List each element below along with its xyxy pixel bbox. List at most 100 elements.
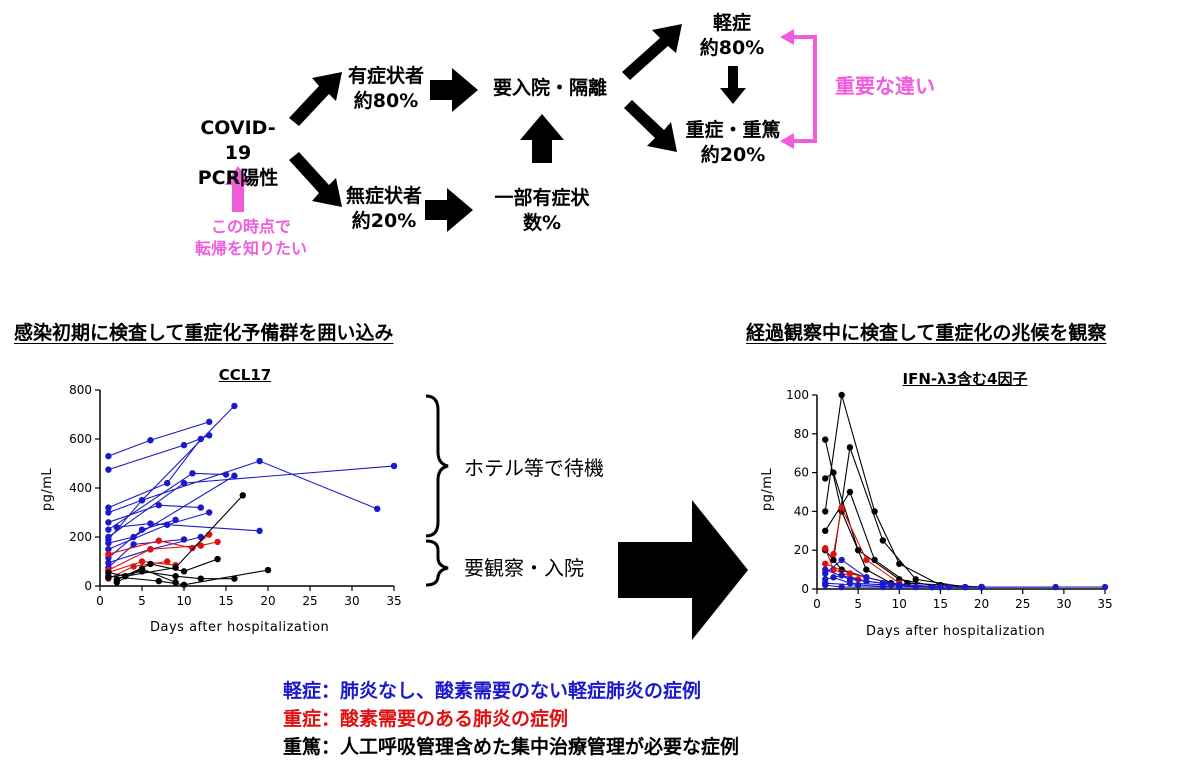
- pink-bracket: [790, 35, 817, 143]
- chart1-data-point: [138, 558, 146, 565]
- mild-pct: 約80%: [699, 37, 765, 59]
- pcr-line2: PCR陽性: [197, 167, 279, 189]
- chart2-data-point: [822, 527, 829, 534]
- arrow-up-right: [289, 72, 342, 126]
- symptomatic-label: 有症状者: [347, 65, 424, 87]
- chart2-data-point: [838, 391, 845, 399]
- chart1-data-point: [164, 558, 171, 565]
- chart2-y-tick-label: 60: [794, 466, 809, 480]
- chart1-series-line: [108, 541, 218, 571]
- hotel-label: ホテル等で待機: [464, 456, 604, 480]
- chart1-data-point: [239, 492, 246, 499]
- chart2-data-point: [879, 537, 887, 544]
- chart1-data-point: [105, 573, 112, 580]
- chart2-x-tick-label: 0: [813, 597, 821, 611]
- chart2-data-point: [1101, 583, 1109, 591]
- chart1-data-point: [138, 526, 146, 533]
- chart1-data-point: [155, 577, 162, 585]
- chart2-title: IFN-λ3含む4因子: [902, 370, 1028, 388]
- brace-hotel: [425, 394, 449, 538]
- chart1-x-tick-label: 30: [344, 594, 359, 608]
- chart2-data-point: [822, 545, 829, 552]
- chart1-data-point: [105, 452, 112, 460]
- chart1-data-point: [374, 505, 381, 513]
- chart1-data-point: [206, 418, 213, 426]
- chart1-data-point: [231, 472, 238, 479]
- chart1-data-point: [180, 568, 188, 575]
- right-heading: 経過観察中に検査して重症化の兆候を観察: [746, 322, 1107, 344]
- chart2-data-point: [871, 556, 878, 564]
- chart1-data-point: [197, 542, 204, 549]
- chart1-data-point: [105, 509, 112, 516]
- pink-arrow-head: [780, 29, 794, 45]
- chart2-data-point: [846, 570, 854, 577]
- arrow-right: [425, 188, 473, 232]
- severe-label: 重症・重篤: [685, 119, 781, 141]
- chart2-x-tick-label: 15: [933, 597, 948, 611]
- chart2-data-point: [863, 556, 870, 564]
- chart1-data-point: [130, 541, 137, 548]
- chart1-data-point: [189, 470, 196, 477]
- chart1-data-point: [155, 501, 162, 509]
- key-difference-label: 重要な違い: [835, 74, 935, 98]
- chart2-data-point: [879, 583, 887, 591]
- chart1-y-tick-label: 200: [69, 530, 92, 544]
- pcr-positive-node: COVID-19 PCR陽性: [188, 116, 288, 191]
- chart1-data-point: [138, 497, 146, 504]
- chart2-xlabel: Days after hospitalization: [866, 624, 1046, 639]
- chart1-x-tick-label: 25: [302, 594, 317, 608]
- chart1-data-point: [155, 537, 162, 544]
- chart2-x-tick-label: 35: [1097, 597, 1112, 611]
- chart1-data-point: [105, 550, 112, 558]
- chart1-x-tick-label: 15: [218, 594, 233, 608]
- severity-legend: 軽症：肺炎なし、酸素需要のない軽症肺炎の症例 重症：酸素需要のある肺炎の症例 重…: [283, 677, 739, 761]
- arrow-up-right: [622, 24, 682, 80]
- pink-arrow-up: [225, 166, 251, 212]
- chart2-data-point: [1052, 583, 1059, 591]
- chart2-data-point: [846, 444, 854, 451]
- chart1-data-point: [105, 504, 112, 511]
- chart1-data-point: [180, 441, 188, 449]
- chart1-data-point: [105, 539, 112, 547]
- chart2-x-tick-label: 30: [1056, 597, 1071, 611]
- chart2-data-point: [822, 436, 829, 443]
- chart1-title: CCL17: [218, 366, 272, 384]
- chart2-data-point: [896, 560, 903, 567]
- mild-node: 軽症 約80%: [684, 11, 780, 61]
- chart1-data-point: [197, 575, 204, 582]
- chart1-data-point: [197, 504, 204, 511]
- chart2-x-tick-label: 20: [974, 597, 989, 611]
- arrow-down-right: [289, 152, 342, 207]
- asymptomatic-pct: 約20%: [351, 210, 417, 232]
- symptomatic-node: 有症状者 約80%: [338, 64, 434, 114]
- severe-node: 重症・重篤 約20%: [670, 118, 796, 168]
- chart2-series-line: [833, 576, 949, 588]
- chart2-data-point: [822, 566, 829, 573]
- chart1-data-point: [147, 560, 154, 568]
- chart2-data-point: [830, 550, 837, 558]
- chart1-x-tick-label: 10: [176, 594, 191, 608]
- chart1-y-tick-label: 600: [69, 432, 92, 446]
- chart1-data-point: [231, 575, 238, 582]
- chart1-data-point: [180, 479, 188, 487]
- chart1-x-tick-label: 20: [260, 594, 275, 608]
- chart1-data-point: [214, 555, 221, 563]
- symptomatic-pct: 約80%: [353, 90, 419, 112]
- chart1-data-point: [214, 538, 221, 546]
- legend-critical: 重篤：人工呼吸管理含めた集中治療管理が必要な症例: [283, 736, 740, 758]
- chart1-data-point: [206, 509, 213, 516]
- chart2-data-point: [830, 469, 837, 476]
- arrow-down: [720, 66, 746, 104]
- chart1-series-line: [116, 558, 218, 581]
- chart2-data-point: [822, 475, 829, 482]
- chart1-x-tick-label: 0: [96, 594, 104, 608]
- chart1-data-point: [172, 573, 179, 580]
- brace-observe: [425, 539, 449, 587]
- chart2-x-tick-label: 5: [854, 597, 862, 611]
- know-now-note: この時点で 転帰を知りたい: [176, 216, 326, 260]
- asymptomatic-label: 無症状者: [345, 185, 422, 207]
- chart2-y-tick-label: 0: [801, 582, 809, 596]
- severe-pct: 約20%: [700, 144, 766, 166]
